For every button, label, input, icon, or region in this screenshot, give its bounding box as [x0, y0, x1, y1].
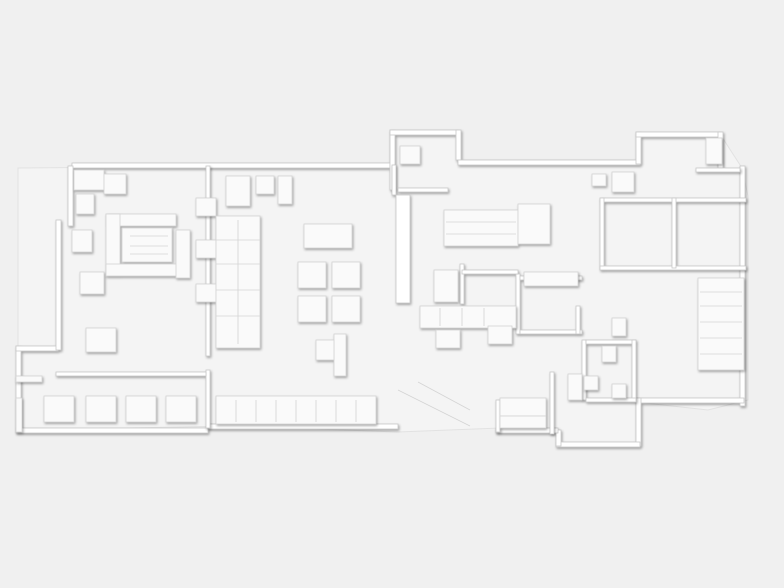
toilet — [583, 375, 599, 391]
wall-segment — [635, 131, 721, 138]
wall-segment — [55, 219, 62, 351]
wall-segment — [461, 269, 519, 275]
wall-segment — [635, 397, 745, 404]
wall-segment — [71, 162, 391, 169]
kitchen-island — [121, 227, 173, 263]
booth-bench — [419, 305, 517, 329]
cabinet — [705, 137, 723, 165]
bar-counter — [333, 333, 347, 377]
dining-table — [85, 327, 117, 353]
wall-segment — [397, 187, 449, 193]
shelving — [523, 271, 579, 287]
dining-table — [297, 261, 327, 289]
dining-table — [195, 283, 217, 303]
wall-segment — [459, 263, 465, 305]
dining-table — [125, 395, 157, 423]
wall-segment — [205, 369, 211, 429]
wall-segment — [15, 427, 209, 434]
door — [15, 375, 43, 383]
wall-segment — [555, 441, 641, 448]
cabinet — [255, 175, 275, 195]
dining-table — [297, 295, 327, 323]
cabinet — [79, 271, 105, 295]
dining-table — [315, 339, 335, 361]
cabinet — [591, 173, 607, 187]
wall-segment — [395, 194, 411, 304]
wall-segment — [15, 345, 59, 352]
wall-segment — [585, 397, 637, 403]
dining-table — [331, 261, 361, 289]
wall-segment — [205, 165, 211, 357]
dining-table — [43, 395, 75, 423]
meeting-table — [303, 223, 353, 249]
cabinet — [71, 229, 93, 253]
furniture-details — [130, 220, 742, 427]
wall-segment — [495, 399, 501, 433]
dining-table — [195, 197, 217, 217]
wall-segment — [457, 159, 641, 166]
wall-segment — [455, 129, 462, 161]
storage-rack — [517, 203, 551, 245]
dining-table — [331, 295, 361, 323]
dining-table — [85, 395, 117, 423]
cabinet — [277, 175, 293, 205]
shelving — [433, 269, 459, 303]
door — [15, 397, 23, 433]
dining-table — [165, 395, 197, 423]
wall-segment — [635, 397, 642, 447]
toilet — [611, 383, 627, 399]
wall-segment — [671, 197, 677, 269]
wall-segment — [519, 329, 583, 335]
wall-segment — [67, 165, 74, 227]
wall-segment — [391, 164, 397, 196]
wall-segment — [585, 339, 637, 345]
cabinet — [225, 175, 251, 207]
wall-segment — [55, 371, 207, 377]
dining-table — [487, 325, 513, 345]
cabinet — [103, 173, 127, 195]
wall-segment — [599, 197, 605, 271]
kitchen-counter — [105, 263, 185, 277]
storage-rack — [443, 209, 519, 247]
wall-segment — [207, 423, 399, 430]
wall-segment — [515, 273, 521, 335]
locker-rack — [697, 277, 745, 371]
toilet — [611, 317, 627, 337]
wall-segment — [495, 427, 559, 434]
detail-line — [397, 389, 471, 427]
dining-table — [195, 239, 217, 259]
wall-segment — [549, 371, 555, 435]
wall-segment — [575, 305, 581, 335]
wall-segment — [581, 339, 587, 401]
dining-table — [499, 397, 547, 417]
cabinet — [399, 145, 421, 165]
dining-table — [435, 329, 461, 349]
booth-bench — [499, 415, 547, 429]
cabinet — [73, 169, 105, 191]
toilet — [601, 345, 617, 363]
wall-segment — [695, 167, 741, 173]
detail-line — [417, 381, 471, 411]
wall-segment — [555, 429, 562, 447]
kitchen-island — [175, 229, 191, 279]
cabinet — [75, 193, 95, 215]
sink — [567, 373, 583, 401]
wall-segment — [631, 339, 637, 403]
cabinet — [611, 171, 635, 193]
wall-segment — [389, 129, 459, 136]
